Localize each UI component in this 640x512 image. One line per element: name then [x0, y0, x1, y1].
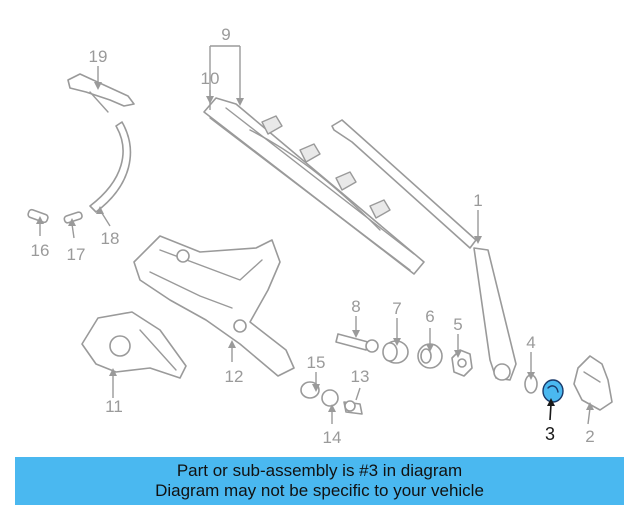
wiper-parts-diagram: 19 9 10 1 16 17 18 8 7 6 5 4 15 13 12 11…	[27, 25, 613, 447]
part-3-cap-highlighted	[542, 379, 564, 403]
leader-arrows	[39, 45, 591, 425]
part-8-bolt	[335, 333, 379, 353]
callout-13: 13	[351, 367, 370, 386]
callout-2: 2	[585, 427, 594, 446]
banner-line-1: Part or sub-assembly is #3 in diagram	[176, 461, 463, 480]
banner-line-2: Diagram may not be specific to your vehi…	[155, 481, 484, 500]
callout-3-highlighted: 3	[545, 424, 555, 444]
callout-14: 14	[323, 428, 342, 447]
callout-10: 10	[201, 69, 220, 88]
part-18-trim	[89, 121, 132, 213]
info-banner: Part or sub-assembly is #3 in diagram Di…	[15, 457, 624, 505]
callout-16: 16	[31, 241, 50, 260]
callout-9: 9	[221, 25, 230, 44]
callout-1: 1	[473, 191, 482, 210]
part-6-washer	[417, 343, 443, 369]
callout-7: 7	[392, 299, 401, 318]
callout-15: 15	[307, 353, 326, 372]
callout-12: 12	[225, 367, 244, 386]
callout-4: 4	[526, 333, 535, 352]
part-13-bolt	[343, 400, 363, 415]
callout-8: 8	[351, 297, 360, 316]
part-17-plug	[63, 211, 83, 224]
callout-17: 17	[67, 245, 86, 264]
callout-11: 11	[105, 397, 123, 416]
part-9-wiper-blade	[203, 97, 425, 275]
part-11-motor	[81, 311, 187, 379]
arrowheads	[36, 82, 594, 412]
part-7-bushing	[382, 340, 409, 364]
part-19-clip	[67, 73, 135, 113]
callout-19: 19	[89, 47, 108, 66]
part-2-cover	[573, 355, 613, 411]
part-12-linkage	[133, 235, 295, 377]
part-1-wiper-arm	[331, 119, 517, 381]
part-14-grommet	[321, 389, 339, 407]
part-16-plug	[27, 208, 49, 224]
callout-18: 18	[101, 229, 120, 248]
part-5-nut	[451, 349, 473, 377]
callout-6: 6	[425, 307, 434, 326]
callout-5: 5	[453, 315, 462, 334]
